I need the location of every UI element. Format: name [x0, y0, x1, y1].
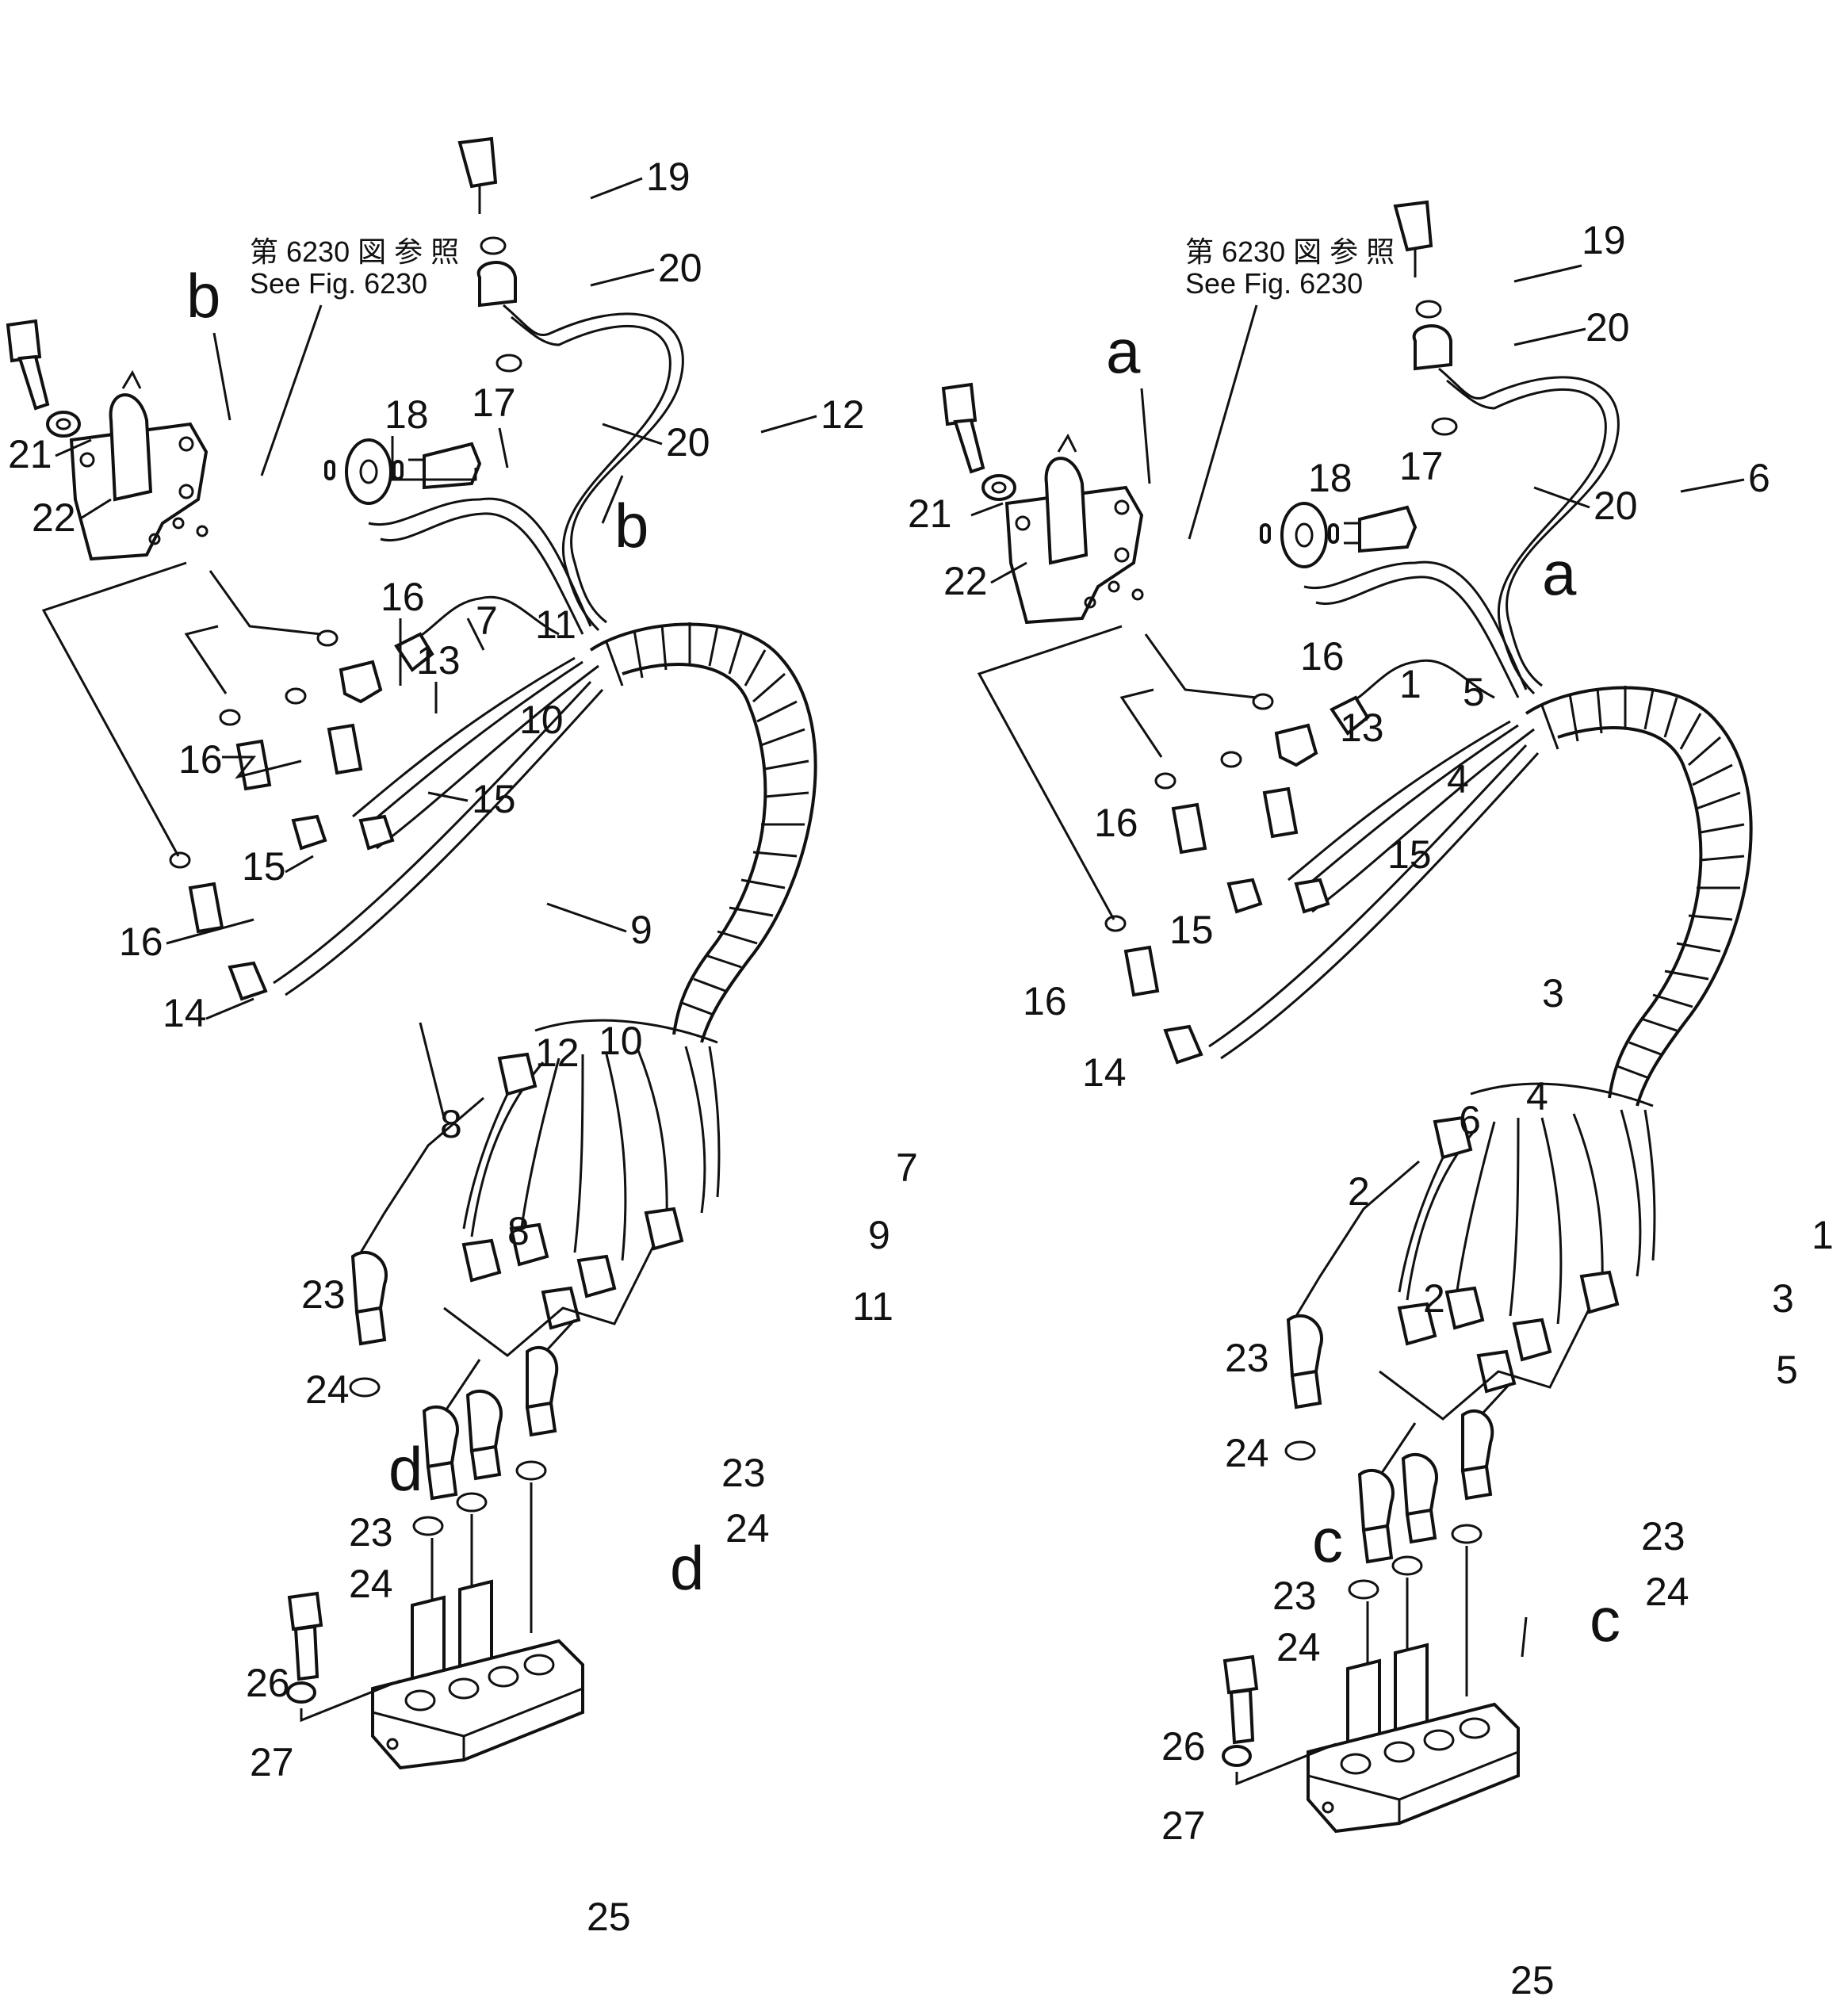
right-label-16b: 16: [1094, 801, 1138, 845]
right-label-15a: 15: [1387, 832, 1432, 877]
left-label-8b: 8: [507, 1209, 530, 1253]
left-label-27: 27: [250, 1740, 294, 1784]
right-label-23b: 23: [1641, 1514, 1685, 1559]
left-label-19: 19: [646, 155, 691, 199]
left-label-18: 18: [385, 392, 429, 437]
left-label-15a: 15: [472, 777, 516, 821]
left-label-11b: 11: [852, 1284, 893, 1329]
right-label-1b: 1: [1812, 1213, 1834, 1257]
right-label-26: 26: [1161, 1724, 1206, 1769]
right-label-2: 2: [1348, 1169, 1370, 1214]
right-label-16a: 16: [1300, 634, 1345, 679]
right-label-24b: 24: [1645, 1570, 1689, 1614]
right-label-6b: 6: [1459, 1098, 1481, 1142]
left-label-24b: 24: [725, 1506, 770, 1551]
left-label-20b: 20: [666, 420, 710, 465]
right-label-20b: 20: [1594, 484, 1638, 528]
right-label-4b: 4: [1526, 1074, 1548, 1119]
left-label-23a: 23: [301, 1272, 346, 1317]
right-label-21: 21: [908, 491, 952, 536]
left-label-11: 11: [535, 602, 576, 647]
left-see-ref-en: See Fig. 6230: [250, 267, 427, 300]
left-label-12b: 12: [535, 1031, 580, 1075]
left-label-16a: 16: [381, 575, 425, 619]
right-view-letter-bottom: c: [1312, 1505, 1343, 1575]
left-label-24c: 24: [349, 1562, 393, 1606]
right-label-6: 6: [1748, 456, 1770, 500]
right-label-18: 18: [1308, 456, 1353, 500]
leader-lines: [55, 177, 1745, 1658]
right-label-1: 1: [1399, 662, 1421, 706]
right-label-5b: 5: [1776, 1348, 1798, 1392]
left-label-16c: 16: [119, 920, 163, 964]
left-label-14: 14: [163, 991, 207, 1035]
left-labels: 第 6230 図 参 照 See Fig. 6230 b b d d 19 20…: [8, 155, 918, 1939]
left-view-letter-bottom: d: [388, 1434, 423, 1504]
right-view-letter-bottom-arrow: c: [1590, 1585, 1620, 1654]
right-label-4: 4: [1447, 757, 1469, 801]
right-label-27: 27: [1161, 1803, 1206, 1848]
left-label-25: 25: [587, 1895, 631, 1939]
right-label-15b: 15: [1169, 908, 1214, 952]
right-label-16c: 16: [1023, 979, 1067, 1023]
right-label-22: 22: [943, 559, 988, 603]
right-label-20a: 20: [1586, 305, 1630, 350]
right-label-19: 19: [1582, 218, 1626, 262]
left-label-22: 22: [32, 495, 76, 540]
right-label-5: 5: [1463, 670, 1485, 714]
left-view-letter-top-arrow: b: [614, 491, 649, 560]
right-view-letter-top: a: [1106, 316, 1141, 386]
left-label-24a: 24: [305, 1367, 350, 1412]
left-label-13: 13: [416, 638, 461, 683]
right-label-24a: 24: [1225, 1431, 1269, 1475]
right-label-3: 3: [1542, 971, 1564, 1015]
left-label-7: 7: [476, 599, 498, 643]
left-see-ref-jp: 第 6230 図 参 照: [250, 235, 459, 268]
left-view-letter-top: b: [186, 261, 220, 331]
left-label-9: 9: [630, 908, 652, 952]
right-see-ref-en: See Fig. 6230: [1185, 267, 1363, 300]
left-label-16b: 16: [178, 737, 223, 782]
left-label-20a: 20: [658, 246, 702, 290]
right-labels: 第 6230 図 参 照 See Fig. 6230 a a c c 19 20…: [908, 218, 1834, 2002]
right-view-letter-top-arrow: a: [1542, 538, 1577, 608]
left-label-12: 12: [821, 392, 865, 437]
left-label-8: 8: [440, 1102, 462, 1146]
right-see-ref-jp: 第 6230 図 参 照: [1185, 235, 1395, 268]
right-label-14: 14: [1082, 1050, 1127, 1095]
left-label-9b: 9: [868, 1213, 890, 1257]
left-label-17: 17: [472, 381, 516, 425]
right-label-23c: 23: [1272, 1574, 1317, 1618]
right-label-24c: 24: [1276, 1625, 1321, 1670]
right-label-23a: 23: [1225, 1336, 1269, 1380]
left-view-letter-bottom-arrow: d: [670, 1533, 704, 1603]
left-label-23b: 23: [721, 1451, 766, 1495]
right-label-25: 25: [1510, 1958, 1555, 2002]
left-label-26: 26: [246, 1661, 290, 1705]
left-label-10: 10: [519, 698, 564, 742]
left-label-15b: 15: [242, 844, 286, 889]
right-label-17: 17: [1399, 444, 1444, 488]
right-label-2b: 2: [1423, 1276, 1445, 1321]
left-label-10b: 10: [599, 1019, 643, 1063]
left-label-23c: 23: [349, 1510, 393, 1555]
right-label-13: 13: [1340, 706, 1384, 750]
left-label-7b: 7: [896, 1146, 918, 1190]
left-label-21: 21: [8, 432, 52, 476]
right-label-3b: 3: [1772, 1276, 1794, 1321]
